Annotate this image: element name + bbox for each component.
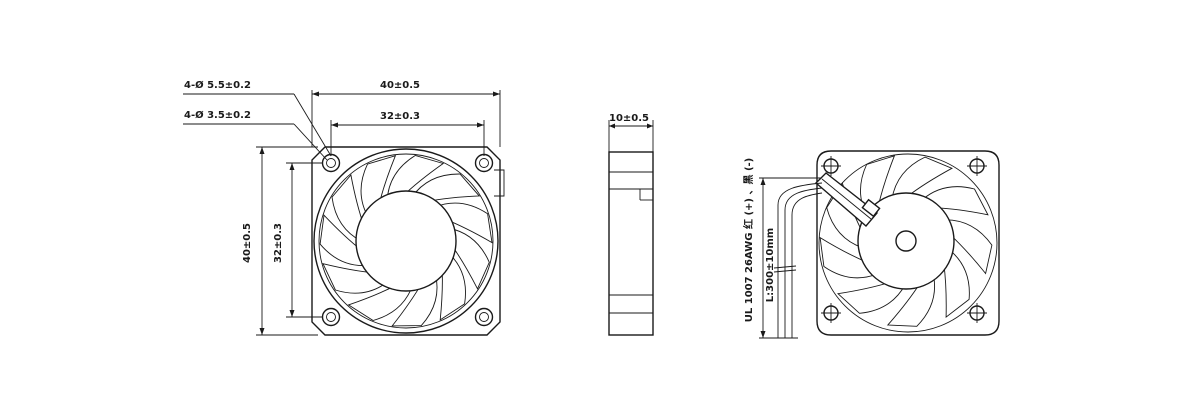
impeller-blade xyxy=(891,156,953,200)
hole-callouts: 4-Ø 5.5±0.2 4-Ø 3.5±0.2 xyxy=(183,79,332,161)
front-view: 40±0.5 32±0.3 40±0.5 32±0.3 xyxy=(183,79,505,336)
back-shroud xyxy=(818,153,998,333)
front-shroud-outer xyxy=(313,148,499,334)
side-body xyxy=(608,151,654,336)
back-motor-base xyxy=(857,192,955,290)
dim-lead-length: L:300±10mm xyxy=(759,177,822,339)
back-frame-outline xyxy=(816,150,1000,336)
impeller-blade xyxy=(837,281,906,314)
impeller-blade xyxy=(921,186,989,216)
front-shroud-inner xyxy=(318,153,494,329)
back-view: L:300±10mm UL 1007 26AWG 红 (+) 、黑 (-) xyxy=(742,150,1000,339)
dim-overall-height: 40±0.5 xyxy=(242,146,318,336)
front-frame-outline xyxy=(311,146,501,336)
impeller-blade xyxy=(943,219,993,275)
dim-overall-width: 40±0.5 xyxy=(311,80,501,147)
dim-thickness: 10±0.5 xyxy=(608,113,654,152)
lead-length-label: L:300±10mm xyxy=(765,228,776,302)
back-hub-center xyxy=(895,230,917,252)
impeller-blade xyxy=(886,274,935,327)
hole-large-callout: 4-Ø 5.5±0.2 xyxy=(184,79,251,91)
impeller-blade xyxy=(826,182,864,249)
back-mounting-holes xyxy=(821,156,987,323)
hole-pitch-height-label: 32±0.3 xyxy=(273,223,284,263)
dim-hole-pitch-height: 32±0.3 xyxy=(273,162,322,318)
impeller-blade xyxy=(943,248,970,319)
thickness-label: 10±0.5 xyxy=(609,113,649,124)
front-frame-inner-step xyxy=(494,169,505,197)
overall-width-label: 40±0.5 xyxy=(380,80,420,91)
overall-height-label: 40±0.5 xyxy=(242,223,253,263)
hole-small-callout: 4-Ø 3.5±0.2 xyxy=(184,109,251,121)
dim-hole-pitch-width: 32±0.3 xyxy=(330,111,485,156)
side-view: 10±0.5 xyxy=(608,113,654,336)
wire-spec-label: UL 1007 26AWG 红 (+) 、黑 (-) xyxy=(742,158,755,322)
impeller-blade xyxy=(819,236,878,279)
lead-wires xyxy=(773,182,823,338)
front-hub xyxy=(355,190,457,292)
hole-pitch-width-label: 32±0.3 xyxy=(380,111,420,122)
